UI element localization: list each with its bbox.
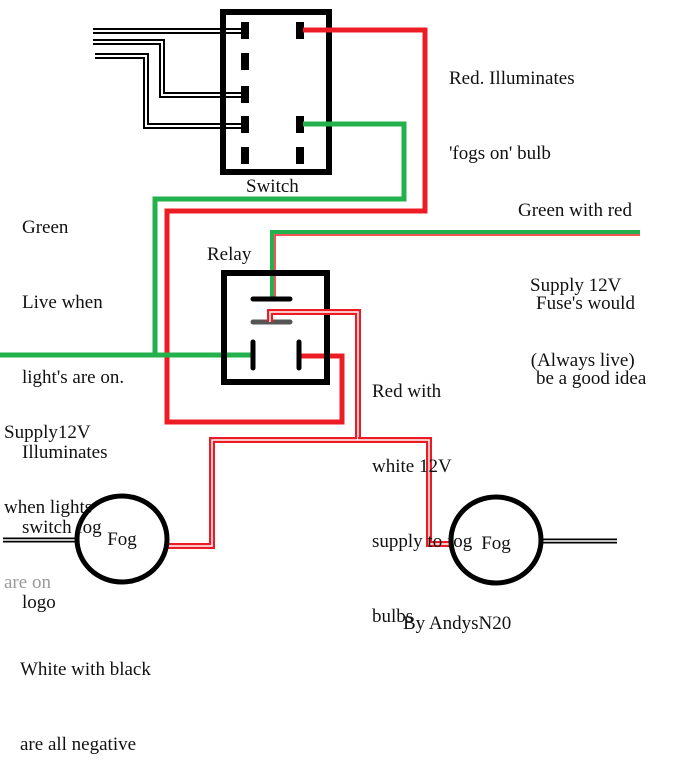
annotation-line: when lights <box>4 497 93 518</box>
fog-bulb-left-outline <box>74 493 170 585</box>
credit-text: By AndysN20 <box>403 613 512 634</box>
annotation-negative-note: White with black are all negative <box>20 607 151 782</box>
annotation-line: logo <box>22 592 56 613</box>
relay-label: Relay <box>207 244 252 265</box>
relay-body <box>221 270 330 385</box>
switch-pin <box>241 147 249 164</box>
switch-pin <box>241 22 249 39</box>
switch-component <box>220 9 332 175</box>
annotation-line: Supply12V <box>4 422 91 443</box>
annotation-line: Red with <box>372 381 442 402</box>
annotation-fuse-note: Fuse's would be a good idea <box>536 241 646 416</box>
annotation-line: light's are on. <box>22 367 125 388</box>
relay-component <box>221 270 330 385</box>
switch-pin <box>241 53 249 70</box>
annotation-line: Red. Illuminates <box>449 68 575 89</box>
annotation-line: White with black <box>20 659 151 680</box>
annotation-line: Green <box>22 217 69 238</box>
annotation-line: Illuminates <box>22 442 108 463</box>
fog-bulb-left-label: Fog <box>107 529 137 550</box>
switch-pin <box>241 86 249 103</box>
switch-label: Switch <box>246 176 299 197</box>
fog-bulb-right-outline <box>448 494 544 586</box>
annotation-green-with-red: Green with red Supply 12V (Always live) <box>518 148 635 398</box>
switch-pin <box>241 116 249 133</box>
annotation-line: switch fog <box>22 517 102 538</box>
annotation-green-live: Green Live when light's are on. Illumina… <box>22 165 124 640</box>
annotation-line: bulbs <box>372 606 414 627</box>
annotation-line: 'fogs on' bulb <box>449 143 551 164</box>
annotation-line: be a good idea <box>536 368 647 389</box>
annotation-red-switch: Red. Illuminates 'fogs on' bulb <box>449 16 575 191</box>
annotation-line: Supply 12V <box>530 275 622 296</box>
annotation-line: supply to fog <box>372 531 473 552</box>
annotation-supply-lights: Supply12V when lights are on <box>4 370 92 620</box>
switch-pin <box>296 147 304 164</box>
annotation-line: are all negative <box>20 734 137 755</box>
switch-pin <box>296 22 304 39</box>
wire-white-black-switch-inputs <box>93 28 244 129</box>
annotation-line: Fuse's would <box>536 293 635 314</box>
wiring-diagram: Fog Fog <box>0 9 640 586</box>
wire-green-switch-to-supply <box>152 121 407 353</box>
annotation-line-faded: are on <box>4 572 51 593</box>
annotation-line: white 12V <box>372 456 452 477</box>
annotation-line: Green with red <box>518 200 632 221</box>
fog-bulb-left: Fog <box>3 493 170 585</box>
annotation-red-with-white: Red with white 12V supply to fog bulbs <box>372 329 472 654</box>
switch-body <box>220 9 332 175</box>
annotation-line: (Always live) <box>526 350 635 371</box>
wire-red-white-to-fog-bulbs <box>167 309 452 549</box>
fog-bulb-right: Fog <box>448 494 617 586</box>
annotation-line: Live when <box>22 292 103 313</box>
switch-pin <box>296 116 304 133</box>
wire-red-switch-to-relay <box>164 27 428 425</box>
fog-bulb-right-label: Fog <box>481 533 511 554</box>
